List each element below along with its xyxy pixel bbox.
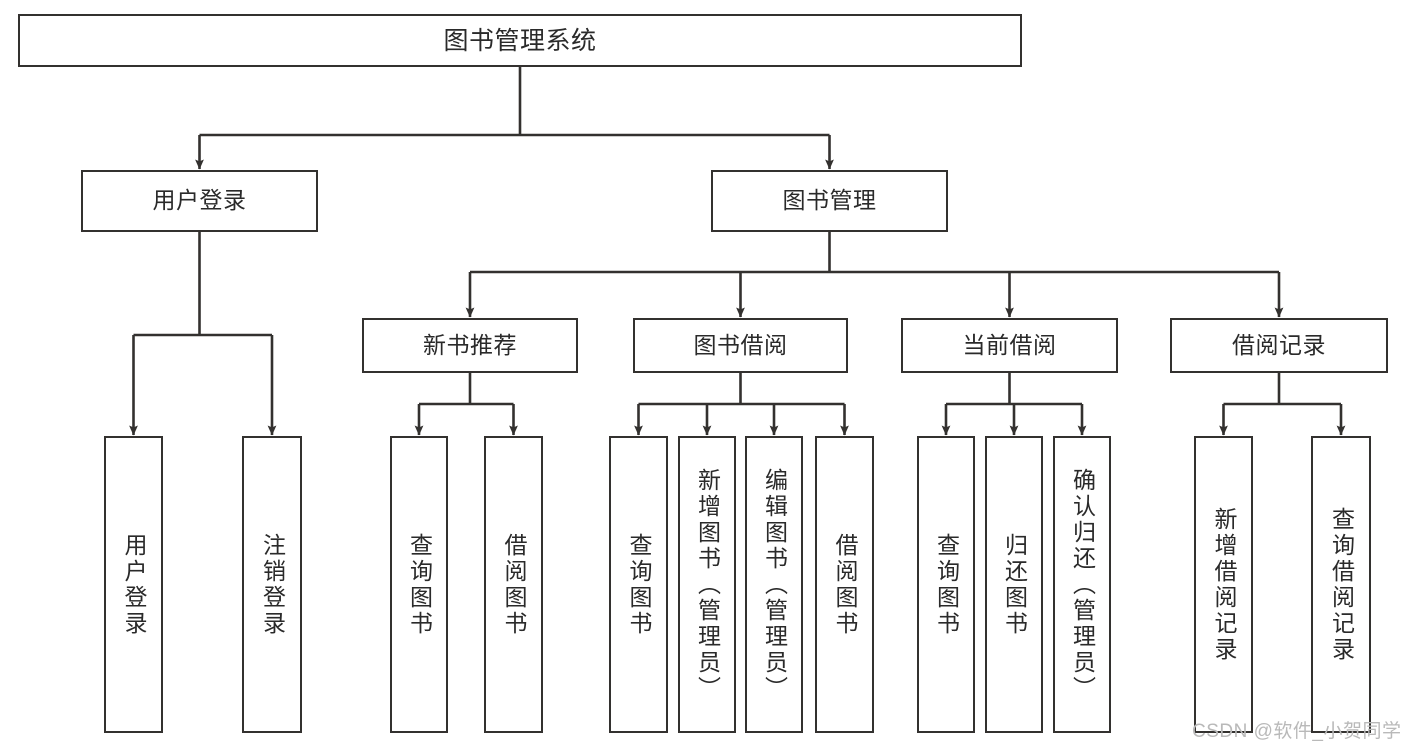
node-label: 查询图书: [626, 532, 652, 637]
node-label: 归还图书: [1001, 532, 1028, 637]
node-label: 确认归还（管理员）: [1069, 467, 1096, 702]
node-label: 注销登录: [259, 532, 286, 637]
node-leaf-cb-query[interactable]: 查询图书: [917, 436, 975, 733]
node-label: 新书推荐: [423, 331, 517, 358]
node-leaf-bb-edit[interactable]: 编辑图书（管理员）: [745, 436, 803, 733]
node-book-borrow[interactable]: 图书借阅: [633, 318, 848, 373]
node-label: 借阅图书: [832, 532, 858, 637]
node-leaf-bb-query[interactable]: 查询图书: [609, 436, 668, 733]
node-leaf-bb-add[interactable]: 新增图书（管理员）: [678, 436, 736, 733]
node-label: 用户登录: [152, 187, 247, 214]
node-label: 编辑图书（管理员）: [761, 467, 788, 702]
node-leaf-user-logout[interactable]: 注销登录: [242, 436, 302, 733]
node-label: 用户登录: [121, 532, 147, 637]
node-leaf-bl-query[interactable]: 查询借阅记录: [1311, 436, 1371, 733]
node-leaf-nr-borrow[interactable]: 借阅图书: [484, 436, 543, 733]
node-label: 新增借阅记录: [1211, 506, 1237, 663]
node-leaf-nr-query[interactable]: 查询图书: [390, 436, 448, 733]
node-label: 查询图书: [406, 532, 433, 637]
node-book-mgmt[interactable]: 图书管理: [711, 170, 948, 232]
node-label: 当前借阅: [962, 331, 1057, 358]
node-user-login[interactable]: 用户登录: [81, 170, 318, 232]
node-label: 图书管理: [782, 187, 877, 214]
node-leaf-bb-borrow[interactable]: 借阅图书: [815, 436, 874, 733]
node-label: 图书借阅: [693, 331, 788, 358]
node-label: 查询图书: [933, 532, 960, 637]
node-root[interactable]: 图书管理系统: [18, 14, 1022, 67]
node-cur-borrow[interactable]: 当前借阅: [901, 318, 1118, 373]
node-label: 查询借阅记录: [1328, 506, 1355, 663]
node-leaf-user-login[interactable]: 用户登录: [104, 436, 163, 733]
watermark: CSDN @软件_小贺同学: [1192, 721, 1402, 742]
node-leaf-cb-return[interactable]: 归还图书: [985, 436, 1043, 733]
node-leaf-bl-add[interactable]: 新增借阅记录: [1194, 436, 1253, 733]
node-leaf-cb-confirm[interactable]: 确认归还（管理员）: [1053, 436, 1111, 733]
node-label: 图书管理系统: [443, 26, 597, 55]
node-borrow-log[interactable]: 借阅记录: [1170, 318, 1388, 373]
node-new-rec[interactable]: 新书推荐: [362, 318, 578, 373]
node-label: 借阅记录: [1232, 331, 1326, 358]
node-label: 新增图书（管理员）: [694, 467, 721, 702]
node-label: 借阅图书: [501, 532, 527, 637]
